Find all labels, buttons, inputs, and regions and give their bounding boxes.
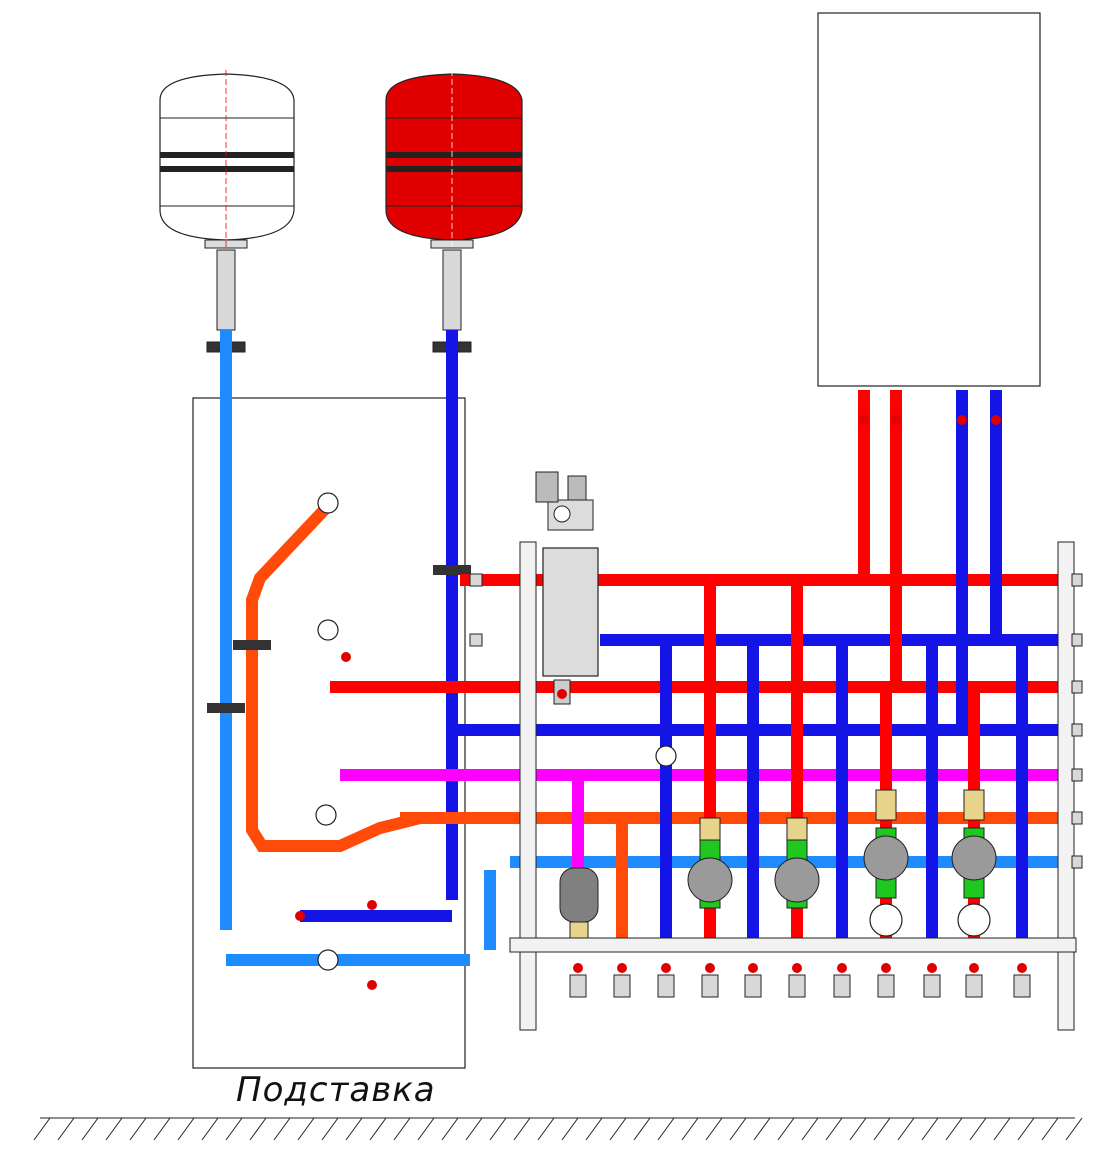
- headers: [226, 574, 1075, 966]
- hatch-stroke: [393, 1117, 411, 1141]
- ball-valve-icon: [1017, 963, 1027, 973]
- hatch-stroke: [321, 1117, 339, 1141]
- hatch-stroke: [489, 1117, 507, 1141]
- ball-valve-icon: [969, 963, 979, 973]
- ball-valve-icon: [617, 963, 627, 973]
- stand-caption: Подставка: [236, 1070, 436, 1110]
- thermometer-icon: [869, 903, 903, 937]
- circulation-pumps: [687, 789, 997, 909]
- hatch-stroke: [897, 1117, 915, 1141]
- hatch-stroke: [753, 1117, 771, 1141]
- ball-valve-icon: [367, 900, 377, 910]
- ball-valve-icon: [295, 911, 305, 921]
- vessel-connections: [206, 249, 472, 353]
- hatch-stroke: [609, 1117, 627, 1141]
- hatch-stroke: [849, 1117, 867, 1141]
- ground-hatching: [33, 1117, 1083, 1141]
- hatch-stroke: [129, 1117, 147, 1141]
- hatch-stroke: [705, 1117, 723, 1141]
- hatch-stroke: [105, 1117, 123, 1141]
- hatch-stroke: [729, 1117, 747, 1141]
- ball-valve-icon: [957, 415, 967, 425]
- ball-valve-icon: [705, 963, 715, 973]
- hydro-separator: [535, 471, 599, 705]
- expansion-vessel-red: [385, 70, 523, 250]
- hatch-stroke: [513, 1117, 531, 1141]
- hatch-stroke: [417, 1117, 435, 1141]
- outlet-fittings: [569, 974, 1031, 998]
- hatch-stroke: [57, 1117, 75, 1141]
- hatch-stroke: [249, 1117, 267, 1141]
- header-end-caps: [469, 573, 1083, 869]
- hatch-stroke: [273, 1117, 291, 1141]
- thermometer-icon: [957, 903, 991, 937]
- ball-valve-icon: [661, 963, 671, 973]
- thermometer-icon: [317, 619, 339, 641]
- mounting-rails: [509, 541, 1077, 1031]
- thermometer-icon: [317, 949, 339, 971]
- hatch-stroke: [369, 1117, 387, 1141]
- ball-valve-icon: [837, 963, 847, 973]
- pump-1: [687, 817, 733, 909]
- hatch-stroke: [825, 1117, 843, 1141]
- hatch-stroke: [873, 1117, 891, 1141]
- hatch-stroke: [1065, 1117, 1083, 1141]
- hatch-stroke: [297, 1117, 315, 1141]
- hatch-stroke: [81, 1117, 99, 1141]
- ball-valve-icon: [859, 415, 869, 425]
- hatch-stroke: [201, 1117, 219, 1141]
- ball-valve-icon: [927, 963, 937, 973]
- pump-4: [951, 789, 997, 899]
- ball-valve-icon: [573, 963, 583, 973]
- hatch-stroke: [681, 1117, 699, 1141]
- small-expansion-tank: [559, 867, 599, 939]
- hatch-stroke: [801, 1117, 819, 1141]
- hatch-stroke: [945, 1117, 963, 1141]
- hatch-stroke: [561, 1117, 579, 1141]
- thermometers: [315, 492, 991, 971]
- hatch-stroke: [993, 1117, 1011, 1141]
- ball-valve-icon: [991, 415, 1001, 425]
- pump-3: [863, 789, 909, 899]
- ball-valve-icon: [792, 963, 802, 973]
- hatch-stroke: [441, 1117, 459, 1141]
- hatch-stroke: [657, 1117, 675, 1141]
- hatch-stroke: [225, 1117, 243, 1141]
- hatch-stroke: [33, 1117, 51, 1141]
- hatch-stroke: [777, 1117, 795, 1141]
- ball-valve-icon: [881, 963, 891, 973]
- hatch-stroke: [1017, 1117, 1035, 1141]
- pipe-orange-stand: [246, 503, 422, 852]
- boiler-unit: [817, 12, 1041, 387]
- ball-valves: [295, 415, 1027, 990]
- hatch-stroke: [921, 1117, 939, 1141]
- hatch-stroke: [537, 1117, 555, 1141]
- hatch-stroke: [633, 1117, 651, 1141]
- hatch-stroke: [345, 1117, 363, 1141]
- hatch-stroke: [177, 1117, 195, 1141]
- hatch-stroke: [585, 1117, 603, 1141]
- ball-valve-icon: [341, 652, 351, 662]
- hatch-stroke: [153, 1117, 171, 1141]
- thermometer-icon: [317, 492, 339, 514]
- hatch-stroke: [465, 1117, 483, 1141]
- pump-2: [774, 817, 820, 909]
- hatch-stroke: [969, 1117, 987, 1141]
- ball-valve-icon: [891, 415, 901, 425]
- ball-valve-icon: [367, 980, 377, 990]
- ball-valve-icon: [748, 963, 758, 973]
- hatch-stroke: [1041, 1117, 1059, 1141]
- thermometer-icon: [655, 745, 677, 767]
- thermometer-icon: [315, 804, 337, 826]
- expansion-vessel-white: [159, 70, 295, 250]
